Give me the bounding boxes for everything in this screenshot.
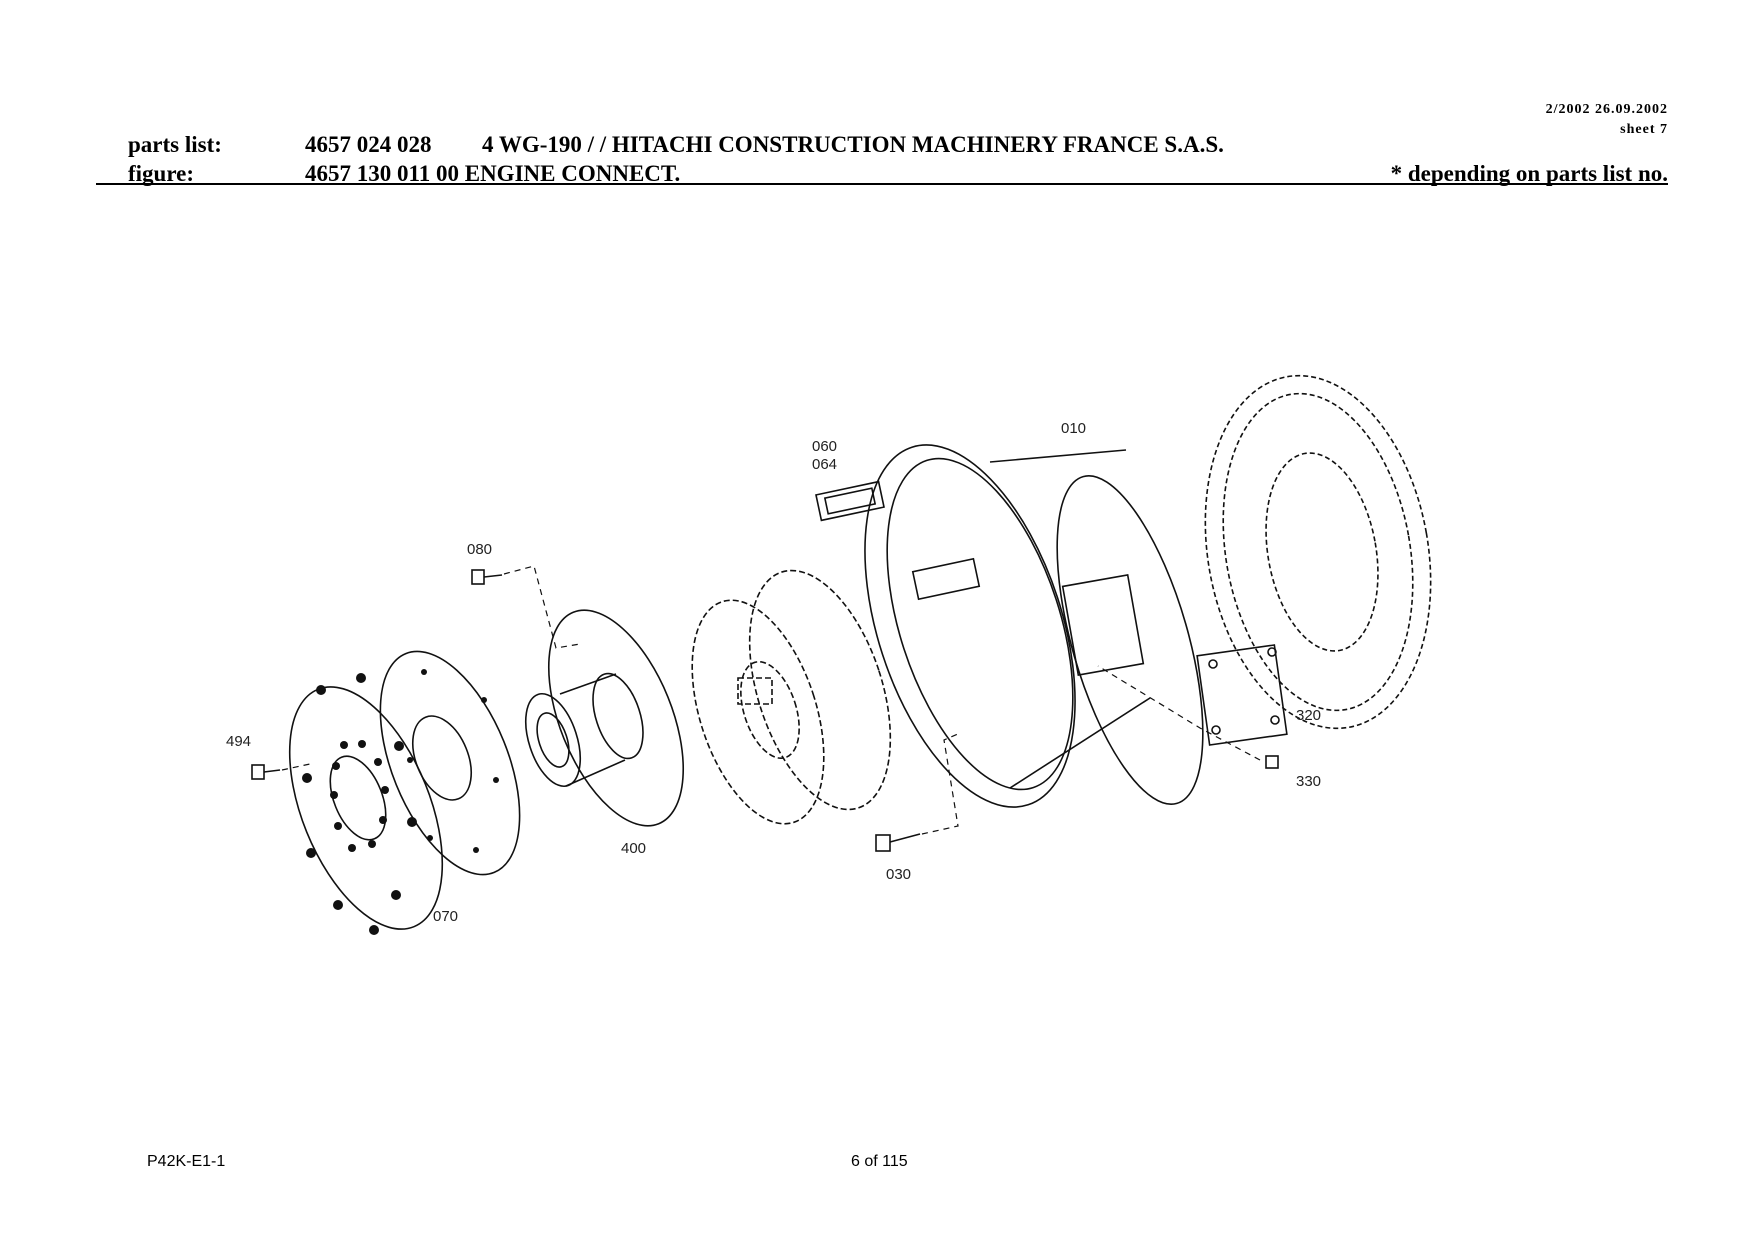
flex-plate-bolt-holes (302, 669, 499, 935)
callout-060: 060 (812, 438, 837, 455)
figure-label: figure: (128, 161, 195, 186)
callout-010: 010 (1061, 420, 1086, 437)
document-code: P42K-E1-1 (147, 1153, 226, 1170)
cover-plate-small (815, 480, 885, 522)
torque-converter (691, 569, 892, 825)
parts-list-description: 4 WG-190 / / HITACHI CONSTRUCTION MACHIN… (482, 132, 1224, 157)
sheet-number: sheet 7 (1620, 122, 1668, 137)
callout-494: 494 (226, 733, 251, 750)
header-rule (96, 183, 1668, 185)
callout-330: 330 (1296, 773, 1321, 790)
callout-070: 070 (433, 908, 458, 925)
bolt-330 (1265, 755, 1279, 769)
converter-housing (864, 444, 1204, 808)
hub-adapter (524, 609, 685, 827)
bolt-030 (875, 833, 921, 852)
callout-030: 030 (886, 866, 911, 883)
bolt-080 (471, 569, 503, 585)
callout-400: 400 (621, 840, 646, 857)
parts-list-number: 4657 024 028 (305, 132, 432, 157)
page-number: 6 of 115 (851, 1153, 908, 1170)
bolt-494 (251, 764, 281, 780)
flex-plate-rear (379, 650, 521, 876)
date-line: 2/2002 26.09.2002 (1545, 102, 1668, 117)
parts-list-label: parts list: (128, 132, 222, 157)
callout-320: 320 (1296, 707, 1321, 724)
callout-064: 064 (812, 456, 837, 473)
leader-lines (281, 565, 1261, 835)
engine-flange-housing (1204, 374, 1432, 730)
callout-080: 080 (467, 541, 492, 558)
figure-value: 4657 130 011 00 ENGINE CONNECT. (305, 161, 681, 186)
cover-plate-320 (1196, 644, 1288, 746)
depending-note: * depending on parts list no. (1390, 161, 1668, 186)
